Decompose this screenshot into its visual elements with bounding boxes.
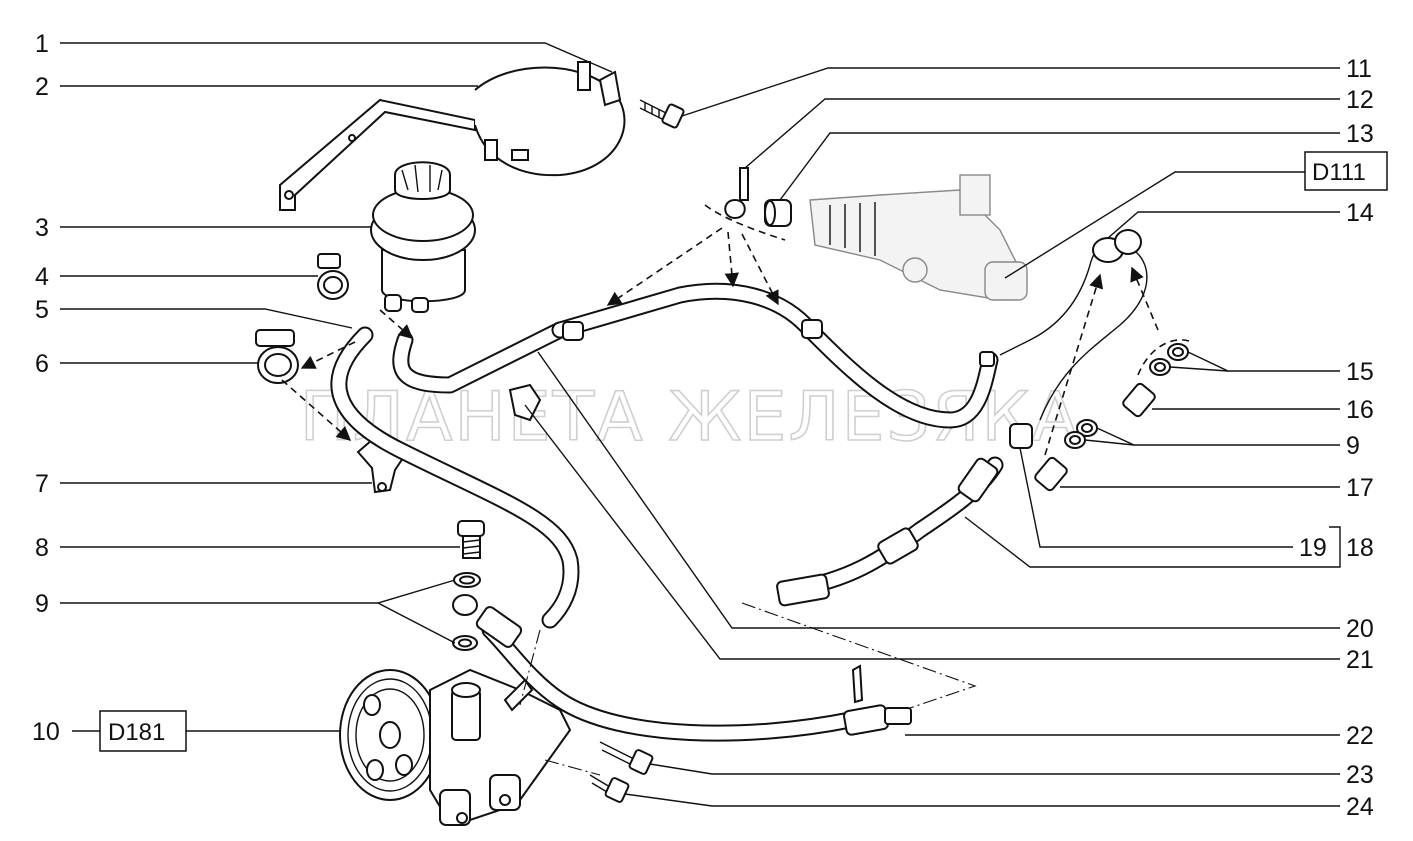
washer-part-9b: [1064, 419, 1098, 449]
callout-1: 1: [35, 30, 49, 58]
washer-part-9: [452, 572, 481, 651]
callout-17: 17: [1346, 474, 1374, 502]
return-hose-part-5: [392, 321, 569, 394]
grommet-part-13: [764, 199, 792, 227]
callout-3: 3: [35, 214, 49, 242]
callout-2: 2: [35, 73, 49, 101]
callout-10: 10: [32, 718, 60, 746]
callout-15: 15: [1346, 358, 1374, 386]
reference-D181: D181: [108, 719, 165, 746]
callout-8: 8: [35, 534, 49, 562]
banjo-bolt-part-17: [1034, 456, 1068, 492]
callout-21: 21: [1346, 646, 1374, 674]
steering-pump-part-10: [339, 668, 572, 826]
callout-19: 19: [1299, 534, 1327, 562]
callout-9-right: 9: [1346, 432, 1360, 460]
alignment-lines: [519, 602, 977, 776]
reference-D111: D111: [1312, 159, 1366, 186]
callout-20: 20: [1346, 615, 1374, 643]
callout-14: 14: [1346, 199, 1374, 227]
suction-hose-part-21: [330, 326, 580, 629]
callout-23: 23: [1346, 761, 1374, 789]
washer-part-15: [1149, 343, 1189, 376]
bolt-part-11: [639, 99, 685, 129]
callout-16: 16: [1346, 396, 1374, 424]
right-callouts: 11 12 13 D111 14 15 16 9 17 19 18 20 21 …: [524, 55, 1388, 821]
callout-12: 12: [1346, 86, 1374, 114]
pressure-hose-part-22: [452, 594, 912, 742]
callout-11: 11: [1346, 55, 1372, 83]
return-line-part-20: [551, 282, 999, 429]
pressure-pipe-part-14: [999, 229, 1148, 449]
hose-clip-small: [508, 383, 542, 422]
callout-22: 22: [1346, 722, 1374, 750]
callout-9: 9: [35, 590, 49, 618]
callout-18: 18: [1346, 534, 1374, 562]
assembly-arrows: [281, 204, 1193, 456]
fluid-reservoir-part-3: [370, 161, 476, 313]
reference-box-D181: [99, 710, 187, 752]
plug-bolt-part-8: [457, 520, 485, 559]
hose-clamp-part-6: [255, 329, 299, 384]
bolt-part-23: [599, 741, 654, 775]
callout-4: 4: [35, 263, 49, 291]
bolt-part-24: [589, 774, 630, 803]
callout-13: 13: [1346, 120, 1374, 148]
callout-24: 24: [1346, 793, 1374, 821]
hose-clip-part-12: [724, 167, 749, 220]
callout-7: 7: [35, 470, 49, 498]
steering-gear-image: [809, 174, 1028, 301]
reference-box-D111: [1304, 151, 1388, 191]
bracket-part-2: [279, 98, 476, 211]
hose-clamp-part-4: [317, 253, 349, 300]
callout-6: 6: [35, 350, 49, 378]
clamp-band-part-1: [474, 61, 626, 177]
callout-5: 5: [35, 296, 49, 324]
banjo-bolt-part-16: [1122, 382, 1156, 418]
high-pressure-hose-part-18: [776, 456, 1004, 607]
left-callouts: 1 2 3 4 5 6 7 8 9 10 D181: [32, 30, 613, 752]
